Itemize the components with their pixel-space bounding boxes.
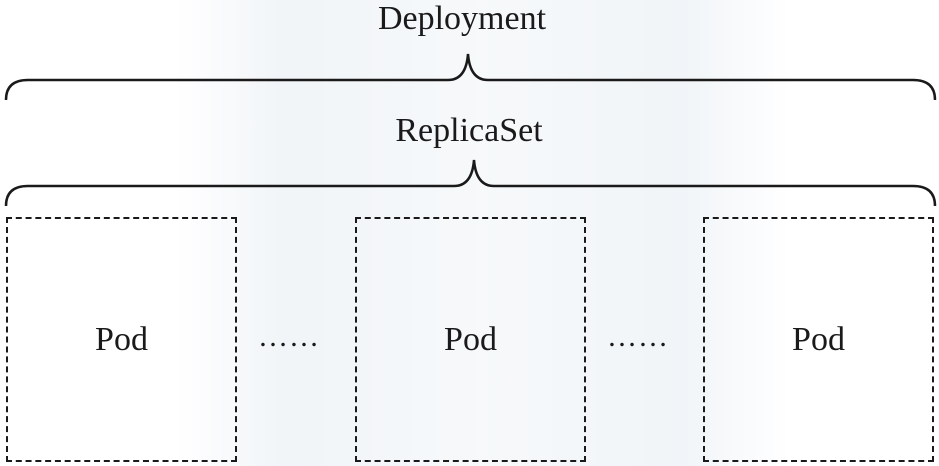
replicaset-label: ReplicaSet: [395, 112, 543, 149]
pod-label: Pod: [444, 320, 497, 358]
pod-label: Pod: [95, 320, 148, 358]
ellipsis-separator-1: ……: [258, 320, 320, 353]
replicaset-brace: [4, 159, 937, 207]
pod-box-2: Pod: [355, 217, 586, 462]
pod-box-3: Pod: [703, 217, 934, 462]
background-watermark: [175, 0, 790, 466]
deployment-label: Deployment: [377, 0, 547, 37]
pod-box-1: Pod: [6, 217, 237, 462]
deployment-brace: [4, 53, 937, 101]
pod-label: Pod: [792, 320, 845, 358]
ellipsis-separator-2: ……: [607, 320, 669, 353]
